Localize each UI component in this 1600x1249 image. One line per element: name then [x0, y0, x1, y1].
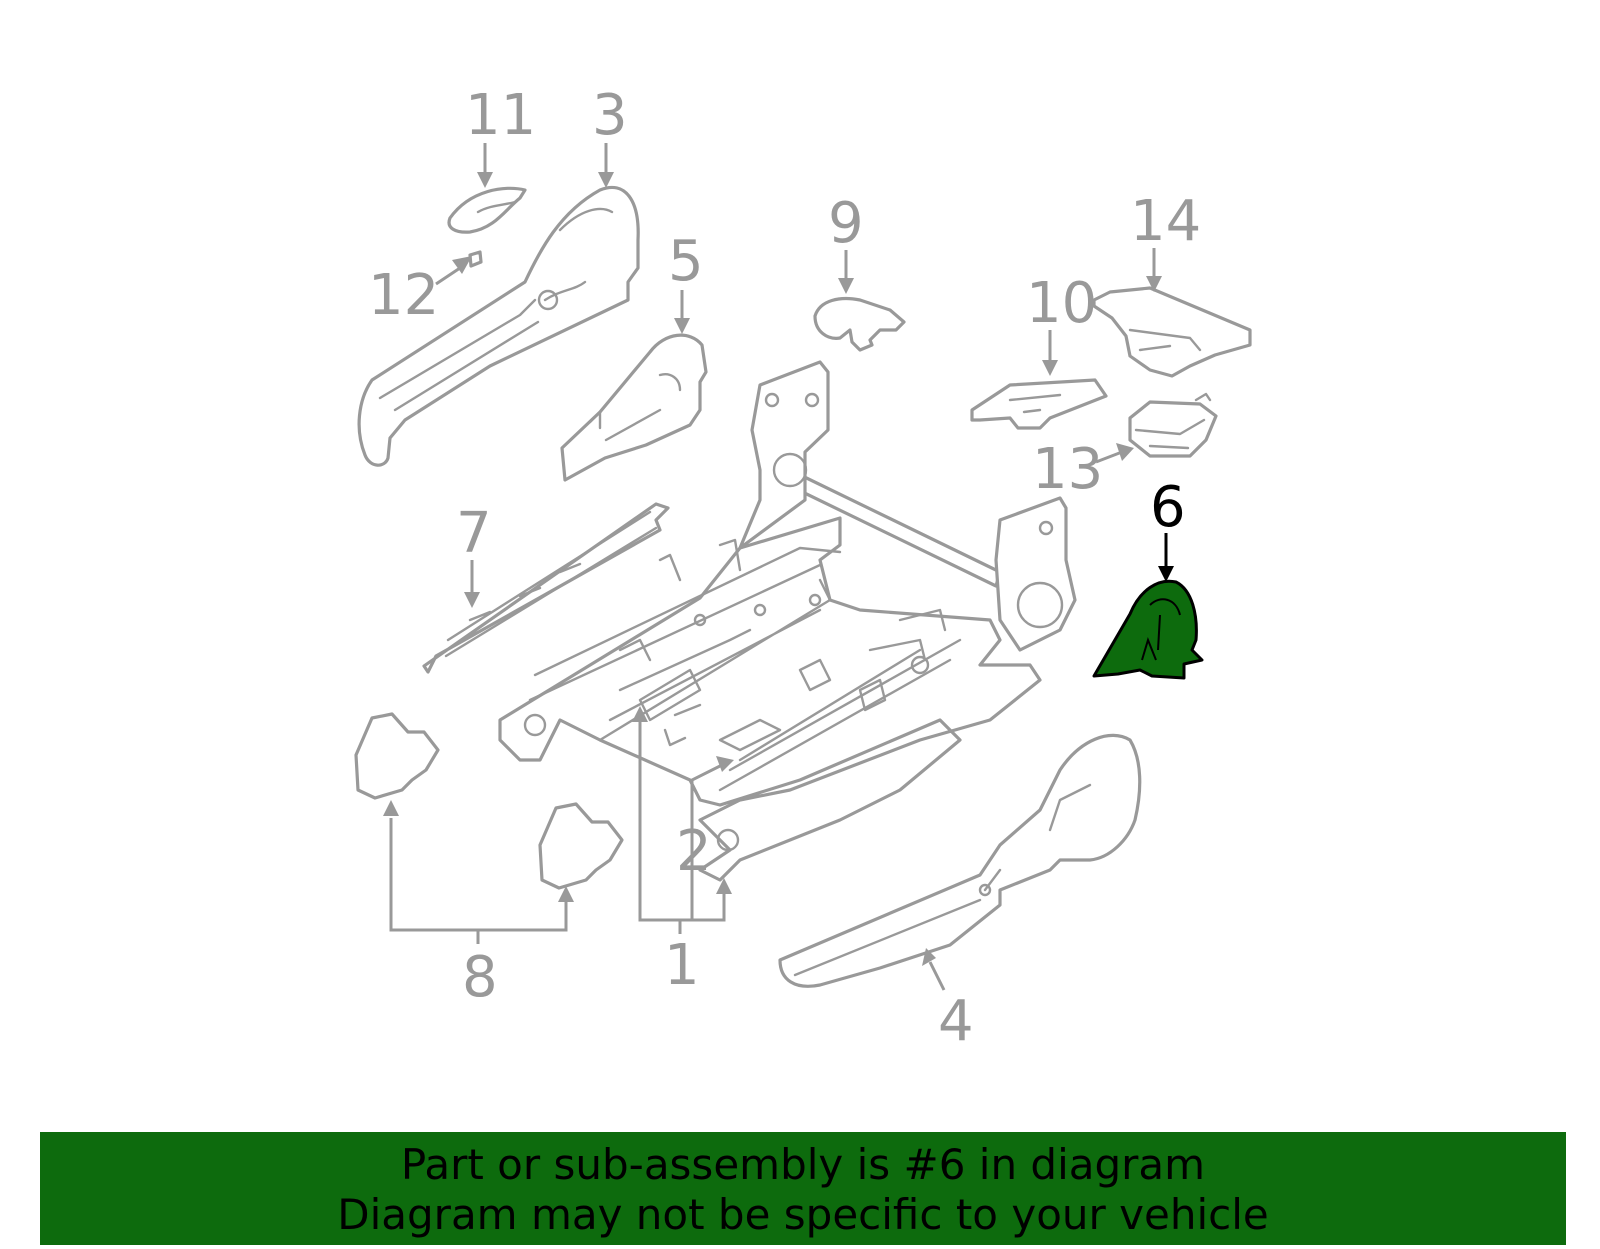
callout-12: 12 [368, 263, 439, 328]
callout-2: 2 [676, 819, 712, 884]
part-13-module [1128, 392, 1218, 458]
seat-frame-assembly [498, 360, 1077, 882]
part-11-cap [447, 186, 527, 234]
callout-5: 5 [668, 229, 704, 294]
part-9-cover [813, 296, 906, 352]
callout-1: 1 [664, 933, 700, 998]
banner-line-disclaimer: Diagram may not be specific to your vehi… [337, 1190, 1269, 1239]
part-5-shield [560, 333, 708, 482]
callout-10: 10 [1026, 271, 1097, 336]
leader-lines [383, 143, 1174, 991]
callout-8: 8 [462, 945, 498, 1010]
part-12-clip [468, 250, 483, 268]
callout-6: 6 [1150, 475, 1186, 540]
part-3-side-shield [357, 185, 640, 467]
callout-9: 9 [828, 191, 864, 256]
callout-14: 14 [1130, 189, 1201, 254]
banner-line-part: Part or sub-assembly is #6 in diagram [400, 1140, 1206, 1189]
part-7-rail [422, 502, 670, 674]
callout-11: 11 [465, 83, 536, 148]
part-10-bracket [970, 378, 1108, 430]
callout-labels: 11 3 12 5 9 14 10 13 6 7 2 1 8 4 [368, 83, 1201, 1054]
info-banner: Part or sub-assembly is #6 in diagram Di… [40, 1132, 1566, 1245]
part-8-caps [354, 712, 624, 890]
callout-7: 7 [456, 501, 492, 566]
part-6-highlighted-shield [1092, 579, 1204, 680]
part-4-outer-shield [778, 733, 1142, 988]
callout-13: 13 [1032, 437, 1103, 502]
callout-3: 3 [592, 83, 628, 148]
callout-4: 4 [938, 989, 974, 1054]
part-14-bracket [1092, 286, 1252, 378]
seat-track-exploded-diagram: 11 3 12 5 9 14 10 13 6 7 2 1 8 4 [354, 83, 1252, 1054]
